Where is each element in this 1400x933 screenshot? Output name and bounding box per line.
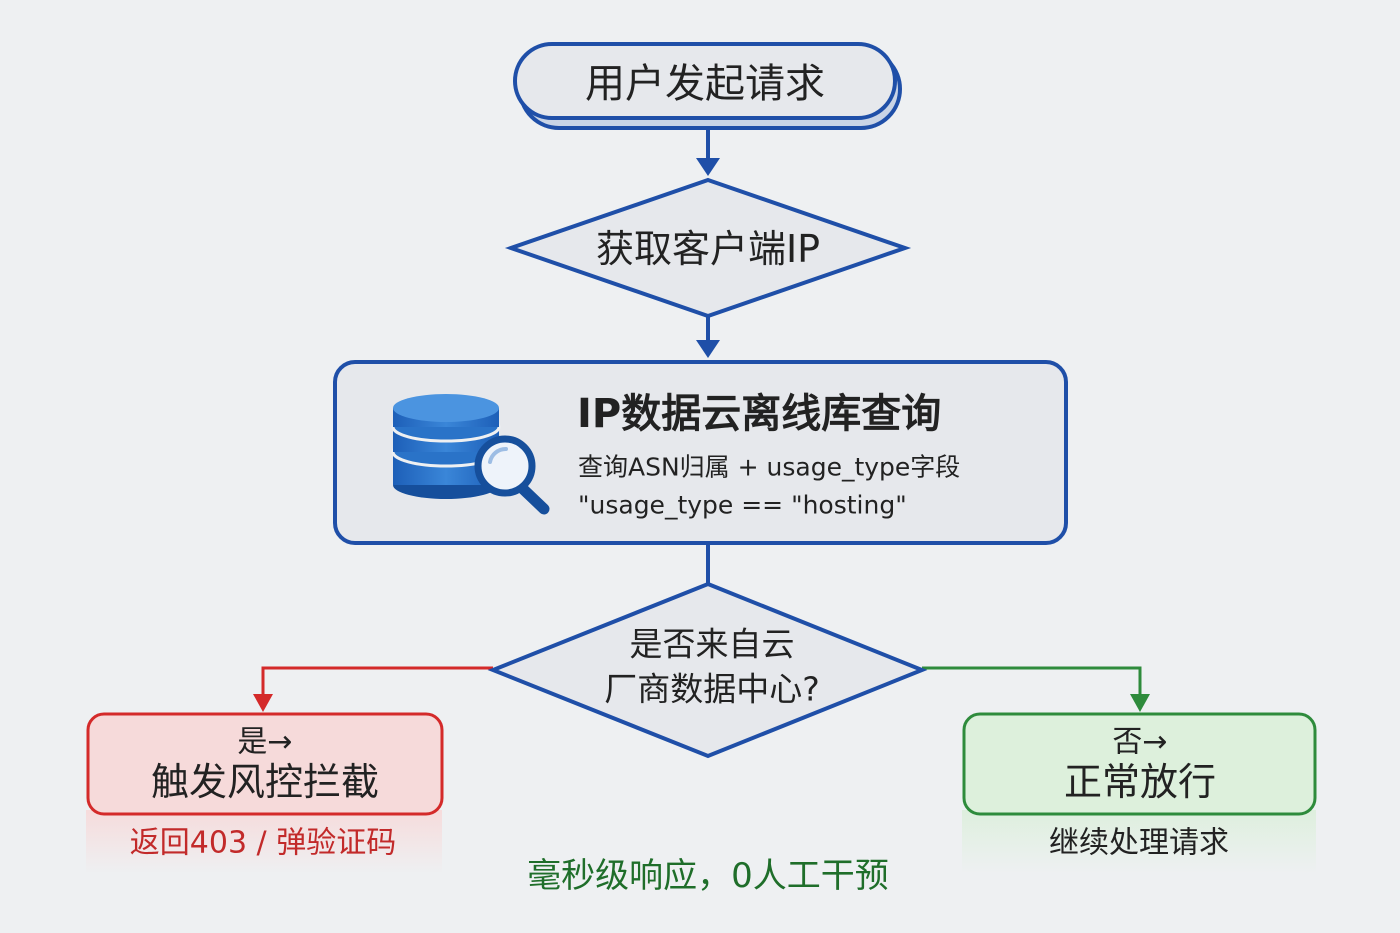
decision-node-line-2: 厂商数据中心? xyxy=(604,670,820,709)
connector-get-ip-to-lookup xyxy=(696,314,720,358)
database-search-icon xyxy=(391,394,550,515)
connector-decision-to-no xyxy=(922,666,1150,712)
no-node-caption: 继续处理请求 xyxy=(1049,826,1229,861)
lookup-node-detail-1: 查询ASN归属 + usage_type字段 xyxy=(578,453,960,482)
lookup-node: IP数据云离线库查询 查询ASN归属 + usage_type字段 "usage… xyxy=(333,360,1068,545)
yes-node-label: 触发风控拦截 xyxy=(151,760,379,804)
no-node-label: 正常放行 xyxy=(1064,760,1216,804)
connector-decision-to-yes xyxy=(253,666,493,712)
yes-node-caption: 返回403 / 弹验证码 xyxy=(130,826,396,861)
decision-node: 是否来自云 厂商数据中心? xyxy=(487,581,928,759)
start-node-label: 用户发起请求 xyxy=(585,61,825,107)
lookup-node-detail-2: "usage_type == "hosting" xyxy=(578,491,907,520)
decision-node-line-1: 是否来自云 xyxy=(630,625,795,664)
yes-node-prefix: 是→ xyxy=(237,725,292,760)
lookup-node-title: IP数据云离线库查询 xyxy=(577,391,941,437)
yes-node: 是→ 触发风控拦截 返回403 / 弹验证码 xyxy=(86,712,444,874)
get-ip-node: 获取客户端IP xyxy=(504,177,912,319)
footer-note: 毫秒级响应，0人工干预 xyxy=(527,856,889,896)
no-node-prefix: 否→ xyxy=(1112,725,1167,760)
start-node: 用户发起请求 xyxy=(513,42,902,130)
get-ip-node-label: 获取客户端IP xyxy=(596,227,820,271)
connector-start-to-get-ip xyxy=(696,128,720,176)
no-node: 否→ 正常放行 继续处理请求 xyxy=(962,712,1317,874)
